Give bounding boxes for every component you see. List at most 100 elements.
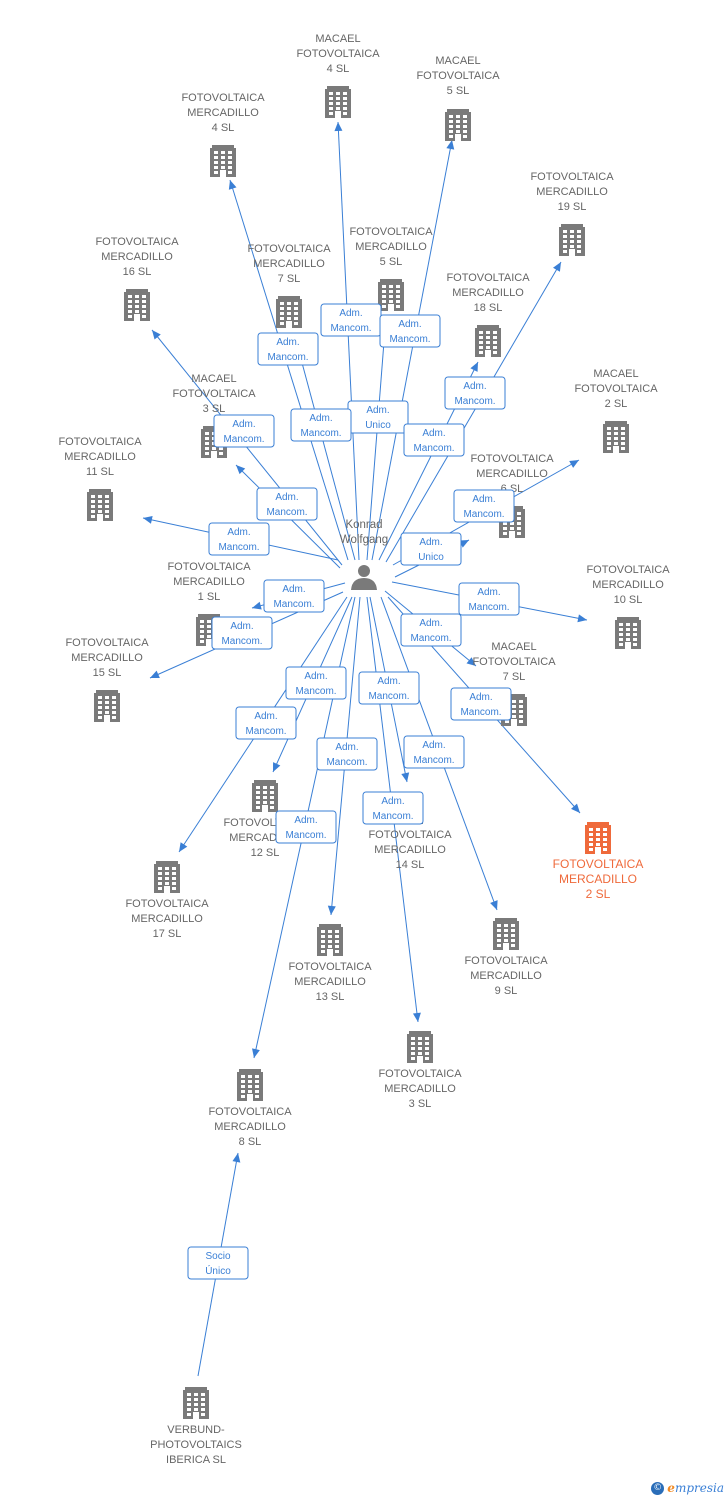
company-name[interactable]: FOTOVOLTAICA [95, 236, 179, 248]
relation-label[interactable]: Adm.Mancom. [379, 314, 441, 348]
company-node[interactable]: FOTOVOLTAICA MERCADILLO 8 SL [208, 1069, 292, 1148]
relation-label[interactable]: Adm.Mancom. [285, 666, 347, 700]
company-name[interactable]: FOTOVOLTAICA [416, 70, 500, 82]
company-name[interactable]: MERCADILLO [452, 287, 524, 299]
company-node[interactable]: FOTOVOLTAICA MERCADILLO 3 SL [378, 1031, 462, 1110]
relation-edge[interactable] [228, 179, 349, 561]
relation-label[interactable]: Adm.Mancom. [458, 582, 520, 616]
relation-label[interactable]: Adm.Mancom. [256, 487, 318, 521]
relation-label[interactable]: Adm.Mancom. [450, 687, 512, 721]
company-name[interactable]: MACAEL [191, 373, 236, 385]
company-name[interactable]: MACAEL [593, 368, 638, 380]
company-name[interactable]: MERCADILLO [592, 579, 664, 591]
company-name[interactable]: 16 SL [123, 266, 152, 278]
company-name[interactable]: FOTOVOLTAICA [172, 388, 256, 400]
relation-label[interactable]: Adm.Mancom. [358, 671, 420, 705]
relation-label[interactable]: Adm.Mancom. [362, 791, 424, 825]
company-name[interactable]: 12 SL [251, 847, 280, 859]
company-name[interactable]: 3 SL [203, 403, 226, 415]
company-name[interactable]: MERCADILLO [559, 872, 637, 886]
company-name[interactable]: 4 SL [327, 63, 350, 75]
company-name[interactable]: FOTOVOLTAICA [464, 955, 548, 967]
company-name[interactable]: MERCADILLO [470, 970, 542, 982]
relation-label[interactable]: Adm.Mancom. [403, 423, 465, 457]
relation-label[interactable]: Adm.Mancom. [400, 613, 462, 647]
company-name[interactable]: FOTOVOLTAICA [574, 383, 658, 395]
company-node[interactable]: FOTOVOLTAICA MERCADILLO 17 SL [125, 861, 209, 940]
company-node[interactable]: FOTOVOLTAICA MERCADILLO 7 SL [247, 243, 331, 328]
company-name[interactable]: 19 SL [558, 201, 587, 213]
company-name[interactable]: PHOTOVOLTAICS [150, 1439, 242, 1451]
company-name[interactable]: FOTOVOLTAICA [470, 453, 554, 465]
relation-label[interactable]: Adm.Mancom. [211, 616, 273, 650]
company-name[interactable]: FOTOVOLTAICA [208, 1106, 292, 1118]
company-name[interactable]: FOTOVOLTAICA [247, 243, 331, 255]
relation-label[interactable]: Adm.Unico [400, 532, 462, 566]
company-name[interactable]: 2 SL [586, 887, 611, 901]
company-name[interactable]: FOTOVOLTAICA [58, 436, 142, 448]
company-name[interactable]: MERCADILLO [294, 976, 366, 988]
relation-label[interactable]: Adm.Mancom. [208, 522, 270, 556]
company-name[interactable]: FOTOVOLTAICA [472, 656, 556, 668]
company-name[interactable]: VERBUND- [167, 1424, 225, 1436]
company-name[interactable]: 7 SL [278, 273, 301, 285]
relation-label[interactable]: Adm.Mancom. [453, 489, 515, 523]
company-name[interactable]: FOTOVOLTAICA [167, 561, 251, 573]
relation-edge[interactable] [385, 261, 562, 563]
company-name[interactable]: 4 SL [212, 122, 235, 134]
company-name[interactable]: MERCADILLO [384, 1083, 456, 1095]
relation-label[interactable]: Adm.Mancom. [320, 303, 382, 337]
company-name[interactable]: 3 SL [409, 1098, 432, 1110]
relation-edge[interactable] [334, 121, 360, 561]
company-name[interactable]: FOTOVOLTAICA [586, 564, 670, 576]
company-name[interactable]: 14 SL [396, 859, 425, 871]
company-name[interactable]: 1 SL [198, 591, 221, 603]
company-name[interactable]: 17 SL [153, 928, 182, 940]
company-name[interactable]: MERCADILLO [214, 1121, 286, 1133]
company-name[interactable]: MACAEL [491, 641, 536, 653]
company-name[interactable]: MERCADILLO [101, 251, 173, 263]
company-name[interactable]: FOTOVOLTAICA [181, 92, 265, 104]
company-name[interactable]: 15 SL [93, 667, 122, 679]
company-name[interactable]: FOTOVOLTAICA [446, 272, 530, 284]
relation-edge[interactable] [371, 139, 455, 561]
company-name[interactable]: 13 SL [316, 991, 345, 1003]
company-name[interactable]: MACAEL [315, 33, 360, 45]
company-name[interactable]: FOTOVOLTAICA [378, 1068, 462, 1080]
company-name[interactable]: MERCADILLO [355, 241, 427, 253]
company-name[interactable]: FOTOVOLTAICA [296, 48, 380, 60]
company-name[interactable]: MERCADILLO [71, 652, 143, 664]
company-name[interactable]: 5 SL [380, 256, 403, 268]
relation-label[interactable]: Adm.Mancom. [235, 706, 297, 740]
company-name[interactable]: 8 SL [239, 1136, 262, 1148]
company-node[interactable]: FOTOVOLTAICA MERCADILLO 9 SL [464, 918, 548, 997]
company-name[interactable]: 9 SL [495, 985, 518, 997]
relation-label[interactable]: Adm.Mancom. [316, 737, 378, 771]
company-node[interactable]: VERBUND- PHOTOVOLTAICS IBERICA SL [150, 1387, 242, 1466]
company-name[interactable]: 7 SL [503, 671, 526, 683]
footer-brand[interactable]: © empresia [651, 1478, 724, 1498]
relation-label[interactable]: Adm.Unico [347, 400, 409, 434]
relation-label[interactable]: Adm.Mancom. [290, 408, 352, 442]
company-name[interactable]: MERCADILLO [536, 186, 608, 198]
company-name[interactable]: FOTOVOLTAICA [553, 857, 644, 871]
person-name[interactable]: Wolfgang [340, 534, 388, 546]
company-node[interactable]: FOTOVOLTAICA MERCADILLO 16 SL [95, 236, 179, 321]
company-name[interactable]: MERCADILLO [64, 451, 136, 463]
company-name[interactable]: MERCADILLO [253, 258, 325, 270]
company-name[interactable]: MERCADILLO [131, 913, 203, 925]
company-name[interactable]: FOTOVOLTAICA [125, 898, 209, 910]
company-name[interactable]: IBERICA SL [166, 1454, 226, 1466]
brand-logo[interactable]: empresia [667, 1481, 724, 1495]
relation-label[interactable]: Adm.Mancom. [257, 332, 319, 366]
